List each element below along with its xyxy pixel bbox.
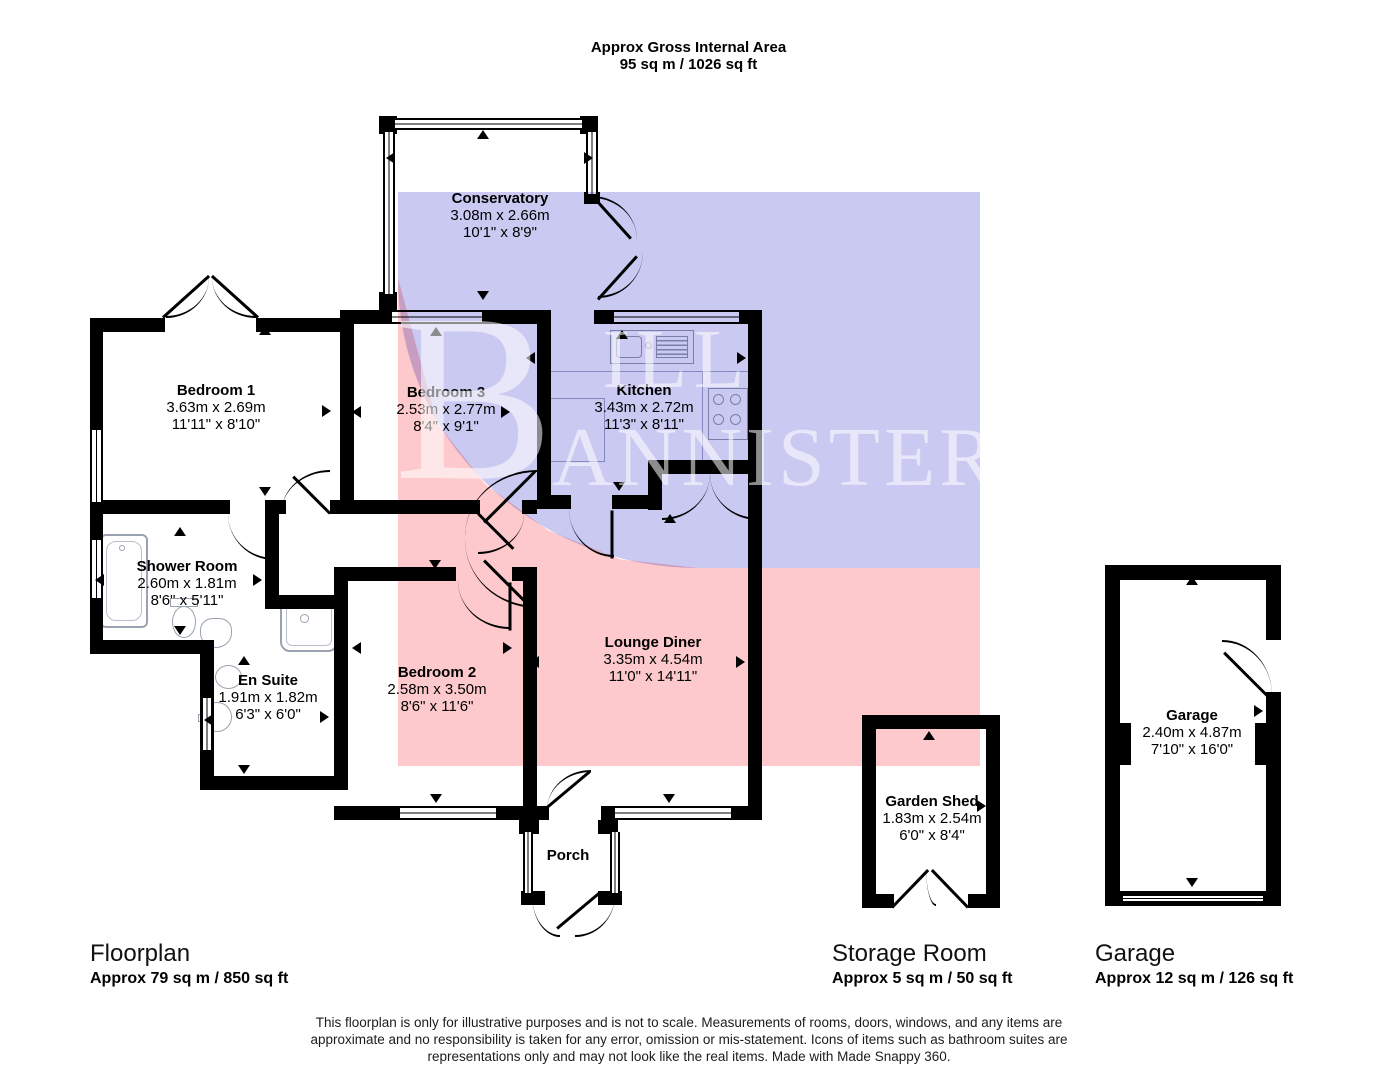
wall	[1255, 723, 1281, 765]
window	[610, 832, 620, 893]
down-arrow-icon	[1186, 878, 1198, 887]
down-arrow-icon	[663, 794, 675, 803]
left-arrow-icon	[386, 152, 395, 164]
down-arrow-icon	[238, 765, 250, 774]
room-label-shower-room: Shower Room 2.60m x 1.81m 8'6" x 5'11"	[136, 558, 238, 609]
window	[1123, 894, 1263, 903]
section-area-floorplan: Approx 79 sq m / 850 sq ft	[90, 970, 289, 987]
window	[400, 806, 496, 820]
disclaimer-text: This floorplan is only for illustrative …	[310, 1015, 1068, 1064]
right-arrow-icon	[322, 405, 331, 417]
wall	[334, 567, 348, 790]
window	[90, 430, 103, 502]
shower-drain-icon	[300, 614, 309, 623]
right-arrow-icon	[977, 800, 986, 812]
wall	[379, 116, 397, 134]
window	[523, 832, 533, 893]
wall	[1105, 565, 1281, 580]
gross-area-value: 95 sq m / 1026 sq ft	[619, 56, 758, 73]
down-arrow-icon	[174, 626, 186, 635]
section-area-garage: Approx 12 sq m / 126 sq ft	[1095, 970, 1294, 987]
right-arrow-icon	[320, 711, 329, 723]
section-title-floorplan: Floorplan	[90, 940, 191, 967]
up-arrow-icon	[174, 527, 186, 536]
room-label-garden-shed: Garden Shed 1.83m x 2.54m 6'0" x 8'4"	[882, 793, 982, 844]
window	[383, 132, 395, 294]
wall	[334, 806, 402, 820]
wall	[537, 806, 549, 820]
window	[615, 806, 731, 820]
left-arrow-icon	[866, 800, 875, 812]
wall	[601, 806, 617, 820]
window	[395, 118, 582, 130]
gross-area-title: Approx Gross Internal Area	[590, 39, 787, 56]
room-label-porch: Porch	[546, 847, 590, 864]
toilet-icon	[215, 665, 242, 689]
down-arrow-icon	[430, 794, 442, 803]
wall	[340, 310, 354, 514]
left-arrow-icon	[95, 574, 104, 586]
shower-tray-inner-icon	[286, 602, 332, 646]
wall	[494, 806, 537, 820]
wall	[968, 894, 1000, 908]
up-arrow-icon	[477, 130, 489, 139]
wall	[519, 820, 539, 834]
left-arrow-icon	[204, 714, 213, 726]
section-title-storage-room: Storage Room	[832, 940, 987, 967]
wall	[379, 292, 397, 314]
wall	[598, 820, 618, 834]
down-arrow-icon	[259, 487, 271, 496]
wall	[200, 776, 348, 790]
left-arrow-icon	[352, 642, 361, 654]
wall	[90, 318, 165, 332]
left-arrow-icon	[1109, 705, 1118, 717]
right-arrow-icon	[1254, 705, 1263, 717]
room-label-bedroom1: Bedroom 1 3.63m x 2.69m 11'11" x 8'10"	[166, 382, 266, 433]
up-arrow-icon	[1186, 576, 1198, 585]
wall	[90, 500, 230, 514]
wall	[986, 715, 1000, 908]
wall	[265, 595, 348, 609]
up-arrow-icon	[238, 656, 250, 665]
section-area-storage-room: Approx 5 sq m / 50 sq ft	[832, 970, 1013, 987]
wall	[90, 640, 212, 654]
wall	[580, 116, 598, 134]
wall	[90, 596, 103, 654]
left-arrow-icon	[352, 406, 361, 418]
bath-tap-icon	[119, 545, 125, 551]
up-arrow-icon	[259, 326, 271, 335]
left-arrow-icon	[94, 405, 103, 417]
wall	[256, 318, 348, 332]
wall	[862, 894, 894, 908]
section-title-garage: Garage	[1095, 940, 1176, 967]
room-label-garage: Garage 2.40m x 4.87m 7'10" x 16'0"	[1142, 707, 1242, 758]
wall	[90, 318, 103, 432]
wall	[1266, 565, 1281, 640]
room-label-en-suite: En Suite 1.91m x 1.82m 6'3" x 6'0"	[218, 672, 318, 723]
bath-inner-icon	[106, 541, 142, 621]
right-arrow-icon	[584, 152, 593, 164]
wall	[1105, 723, 1131, 765]
right-arrow-icon	[253, 574, 262, 586]
